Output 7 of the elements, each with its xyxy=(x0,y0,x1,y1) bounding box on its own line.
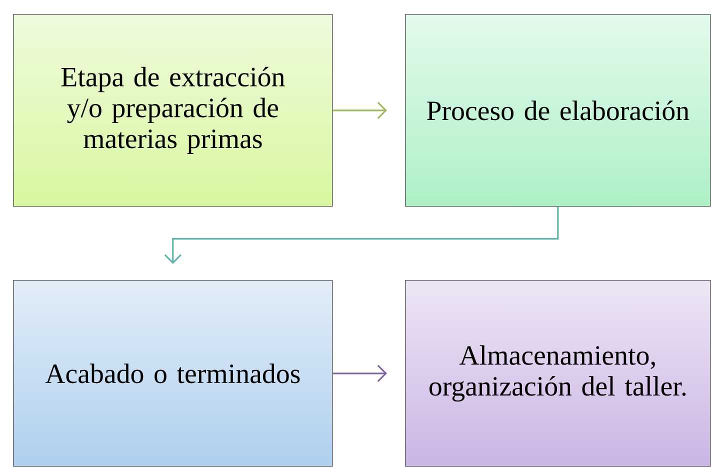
arrow xyxy=(164,206,559,264)
arrow xyxy=(332,364,387,382)
process-box: Almacenamiento, organización del taller. xyxy=(405,280,711,467)
process-box: Acabado o terminados xyxy=(13,280,333,467)
process-box: Etapa de extracción y/o preparación de materias primas xyxy=(13,14,333,207)
process-box: Proceso de elaboración xyxy=(405,14,711,207)
arrow xyxy=(332,102,387,119)
